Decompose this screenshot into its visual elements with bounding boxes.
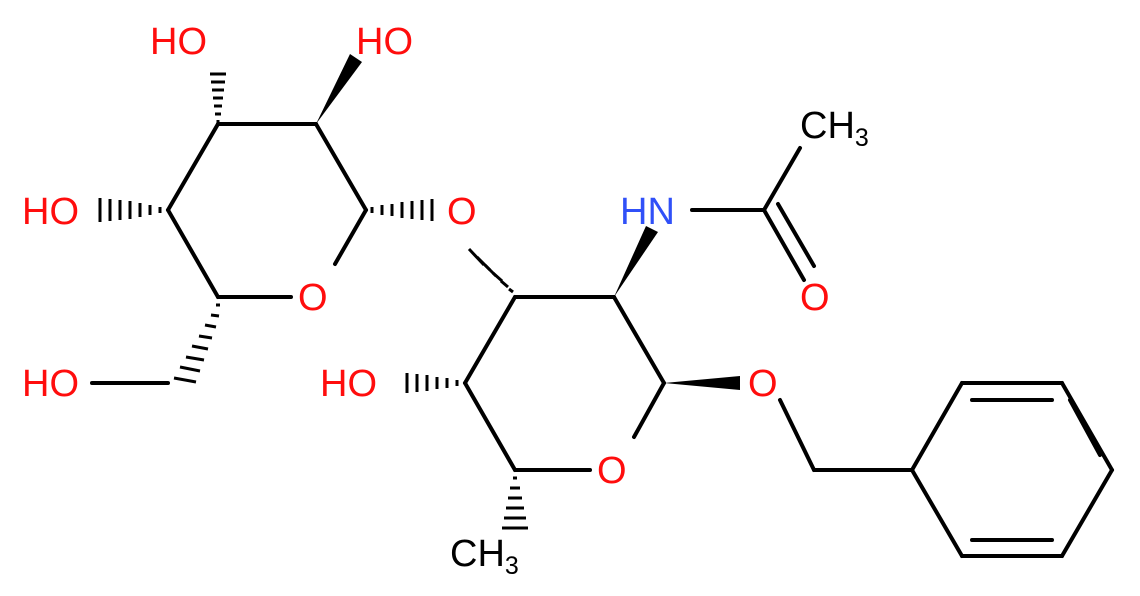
- label-o-ring-left: O: [298, 277, 328, 319]
- label-oh-top-left: HO: [150, 21, 207, 63]
- label-ho-left: HO: [22, 191, 79, 233]
- left-ring-bonds: [166, 122, 368, 299]
- label-ch3-acetyl: CH3: [800, 105, 869, 152]
- bond-carbonyl-o-2: [776, 202, 816, 268]
- hash-bond-c5prime-ch3: [502, 476, 528, 530]
- hash-bond-anomeric-o: [370, 199, 434, 221]
- label-o-benzyl: O: [748, 363, 778, 405]
- hash-bond-c3prime-oh: [405, 373, 459, 393]
- label-o-carbonyl: O: [800, 277, 830, 319]
- label-ho-mid: HO: [320, 363, 377, 405]
- bond-carbonyl-o-1: [762, 208, 806, 282]
- bond-o-ch2: [778, 398, 816, 472]
- hash-bond-c3-oh: [210, 72, 226, 124]
- label-ho-ch2oh: HO: [22, 363, 79, 405]
- label-o-ring-right: O: [597, 450, 627, 492]
- wedge-bond-c2prime-n: [614, 226, 658, 297]
- benzene-ring: [910, 381, 1114, 558]
- wedge-bond-c2-oh: [316, 54, 362, 124]
- wedge-bond-anomeric-obn: [664, 376, 740, 390]
- right-ring-bonds: [463, 295, 666, 472]
- hash-bond-c4-oh: [98, 198, 162, 222]
- label-ch3-bottom: CH3: [450, 533, 519, 580]
- label-oh-top-right: HO: [356, 21, 413, 63]
- hash-bond-c5-ch2: [173, 303, 220, 384]
- label-o-glycosidic: O: [447, 191, 477, 233]
- label-nh: HN: [620, 191, 675, 233]
- hash-bond-c4prime-o: [467, 247, 514, 294]
- bond-carbonyl-ch3: [762, 146, 802, 212]
